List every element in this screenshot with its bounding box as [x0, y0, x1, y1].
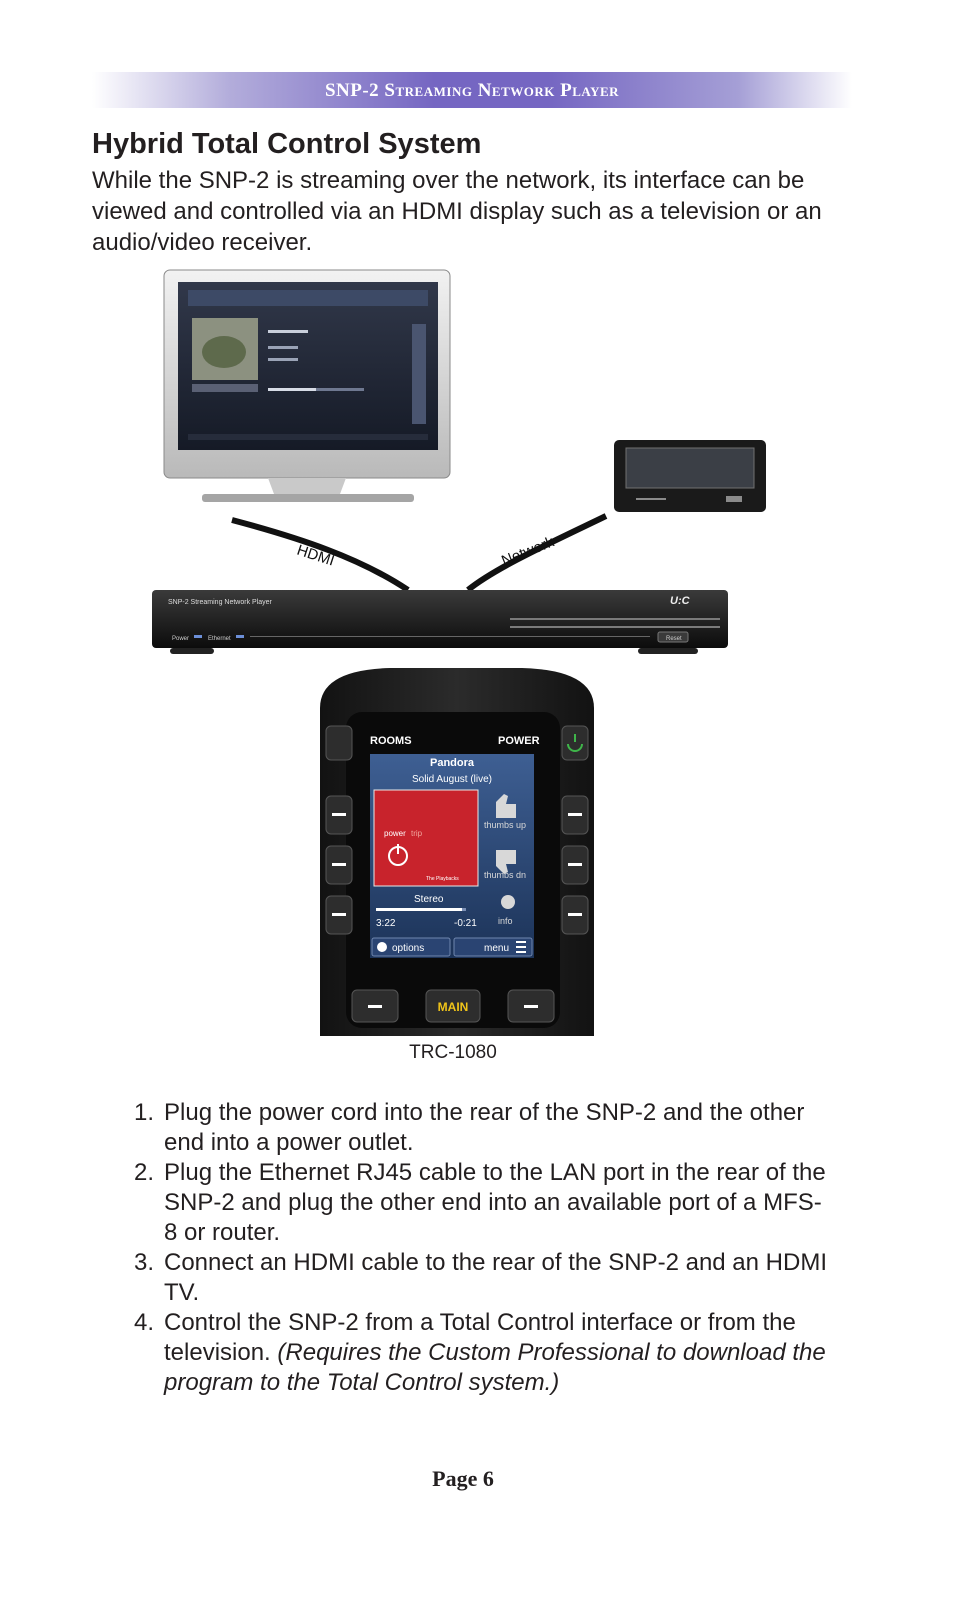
network-cable: [466, 513, 608, 593]
options-check-icon: [377, 942, 387, 952]
player-power-label: Power: [172, 636, 189, 642]
thumbs-up-icon: [496, 794, 516, 818]
album-artist: The Playbacks: [426, 876, 459, 882]
step-number: 4.: [134, 1309, 155, 1336]
remote-options: options: [392, 943, 424, 954]
remote-power-label: POWER: [498, 735, 540, 747]
remote-stereo: Stereo: [414, 894, 444, 905]
network-cable-label: Network: [499, 533, 557, 570]
step-note: (Requires the Custom Professional to dow…: [164, 1339, 826, 1396]
remote-remaining: -0:21: [454, 918, 477, 929]
thumbs-down-icon: [496, 850, 516, 874]
player-reset-label: Reset: [666, 636, 682, 642]
step-number: 2.: [134, 1159, 155, 1186]
player-ethernet-label: Ethernet: [208, 636, 231, 642]
thumbs-dn-label: thumbs dn: [484, 870, 526, 880]
trc1080-remote: ROOMS POWER Pandora Solid August (live) …: [320, 668, 594, 1036]
snp2-player: SNP-2 Streaming Network Player U:C Power…: [152, 590, 728, 654]
step-text: Plug the power cord into the rear of the…: [164, 1099, 805, 1156]
intro-paragraph: While the SNP-2 is streaming over the ne…: [92, 167, 822, 256]
remote-track: Solid August (live): [412, 774, 492, 785]
menu-lines-icon: [516, 941, 526, 943]
hdmi-cable-label: HDMI: [295, 542, 337, 570]
step-item: 1. Plug the power cord into the rear of t…: [134, 1098, 834, 1158]
album-text-power: power: [384, 829, 406, 838]
album-text-trip: trip: [411, 829, 423, 838]
figure-caption: TRC-1080: [409, 1042, 497, 1063]
page-number: Page 6: [432, 1466, 494, 1491]
network-device: [614, 440, 766, 512]
header-band: [92, 72, 852, 108]
step-text: Plug the Ethernet RJ45 cable to the LAN …: [164, 1159, 826, 1246]
player-brand: U:C: [670, 595, 691, 607]
step-number: 3.: [134, 1249, 155, 1276]
info-icon: [501, 895, 515, 909]
step-item: 4. Control the SNP-2 from a Total Control…: [134, 1308, 834, 1398]
remote-source: Pandora: [430, 757, 475, 769]
thumbs-up-label: thumbs up: [484, 820, 526, 830]
setup-steps: 1. Plug the power cord into the rear of t…: [134, 1098, 834, 1398]
system-diagram: HDMI Network SNP-2 Streaming Network Pla…: [150, 268, 790, 1038]
step-text: Control the SNP-2 from a Total Control i…: [164, 1309, 796, 1366]
step-item: 3. Connect an HDMI cable to the rear of t…: [134, 1248, 834, 1308]
step-number: 1.: [134, 1099, 155, 1126]
player-model-label: SNP-2 Streaming Network Player: [168, 599, 273, 606]
remote-rooms-label: ROOMS: [370, 735, 412, 747]
hdmi-cable: [231, 517, 410, 593]
section-title: Hybrid Total Control System: [92, 128, 482, 160]
remote-menu: menu: [484, 943, 509, 954]
running-header: SNP-2 Streaming Network Player: [324, 80, 620, 101]
remote-elapsed: 3:22: [376, 918, 396, 929]
remote-info-label: info: [498, 916, 513, 926]
television: [163, 269, 451, 502]
step-text: Connect an HDMI cable to the rear of the…: [164, 1249, 827, 1306]
step-item: 2. Plug the Ethernet RJ45 cable to the LA…: [134, 1158, 834, 1248]
remote-main-button: MAIN: [438, 1000, 469, 1014]
